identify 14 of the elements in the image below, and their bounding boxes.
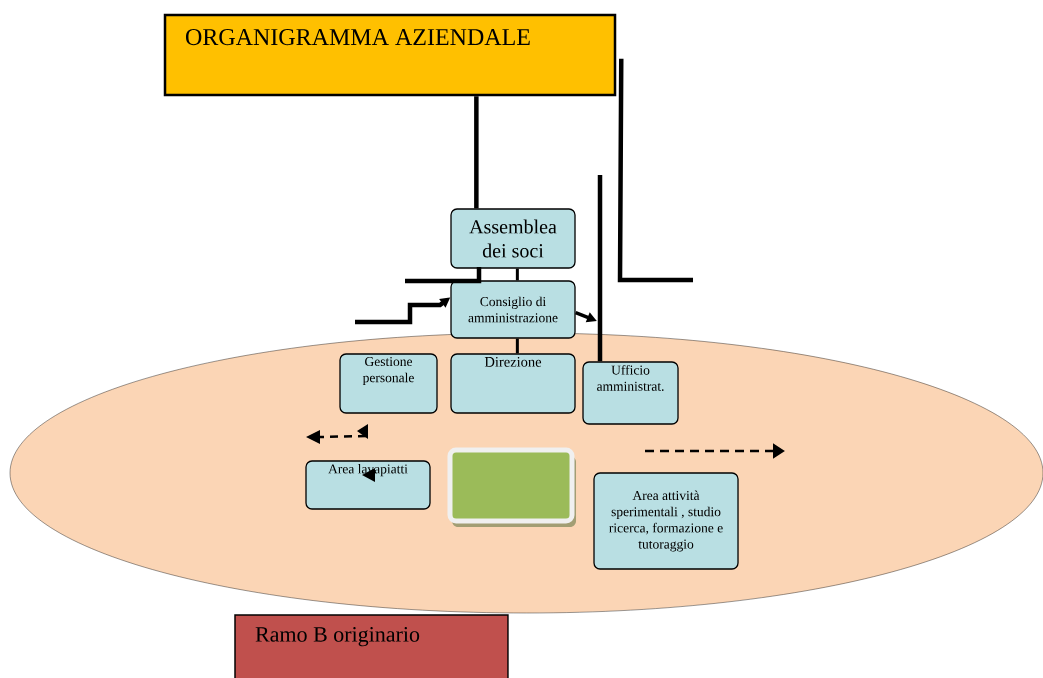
branch-box: Ramo B originario (234, 614, 509, 678)
connector-line (515, 268, 519, 281)
process-box: Gestione personale (339, 353, 438, 414)
process-box: Consiglio di amministrazione (450, 280, 576, 339)
process-box: Area attività sperimentali , studio ricerca, formazione e tutoraggio (593, 472, 739, 570)
connector-line (617, 58, 693, 283)
empty-box (447, 447, 575, 524)
connector-line (515, 338, 519, 354)
process-box: Direzione (450, 353, 576, 414)
title-box: ORGANIGRAMMA AZIENDALE (163, 13, 617, 97)
connector-line (597, 175, 603, 362)
process-box: Ufficio amministrat. (582, 361, 679, 425)
connector-line (474, 96, 479, 209)
process-box: Assemblea dei soci (450, 208, 576, 269)
